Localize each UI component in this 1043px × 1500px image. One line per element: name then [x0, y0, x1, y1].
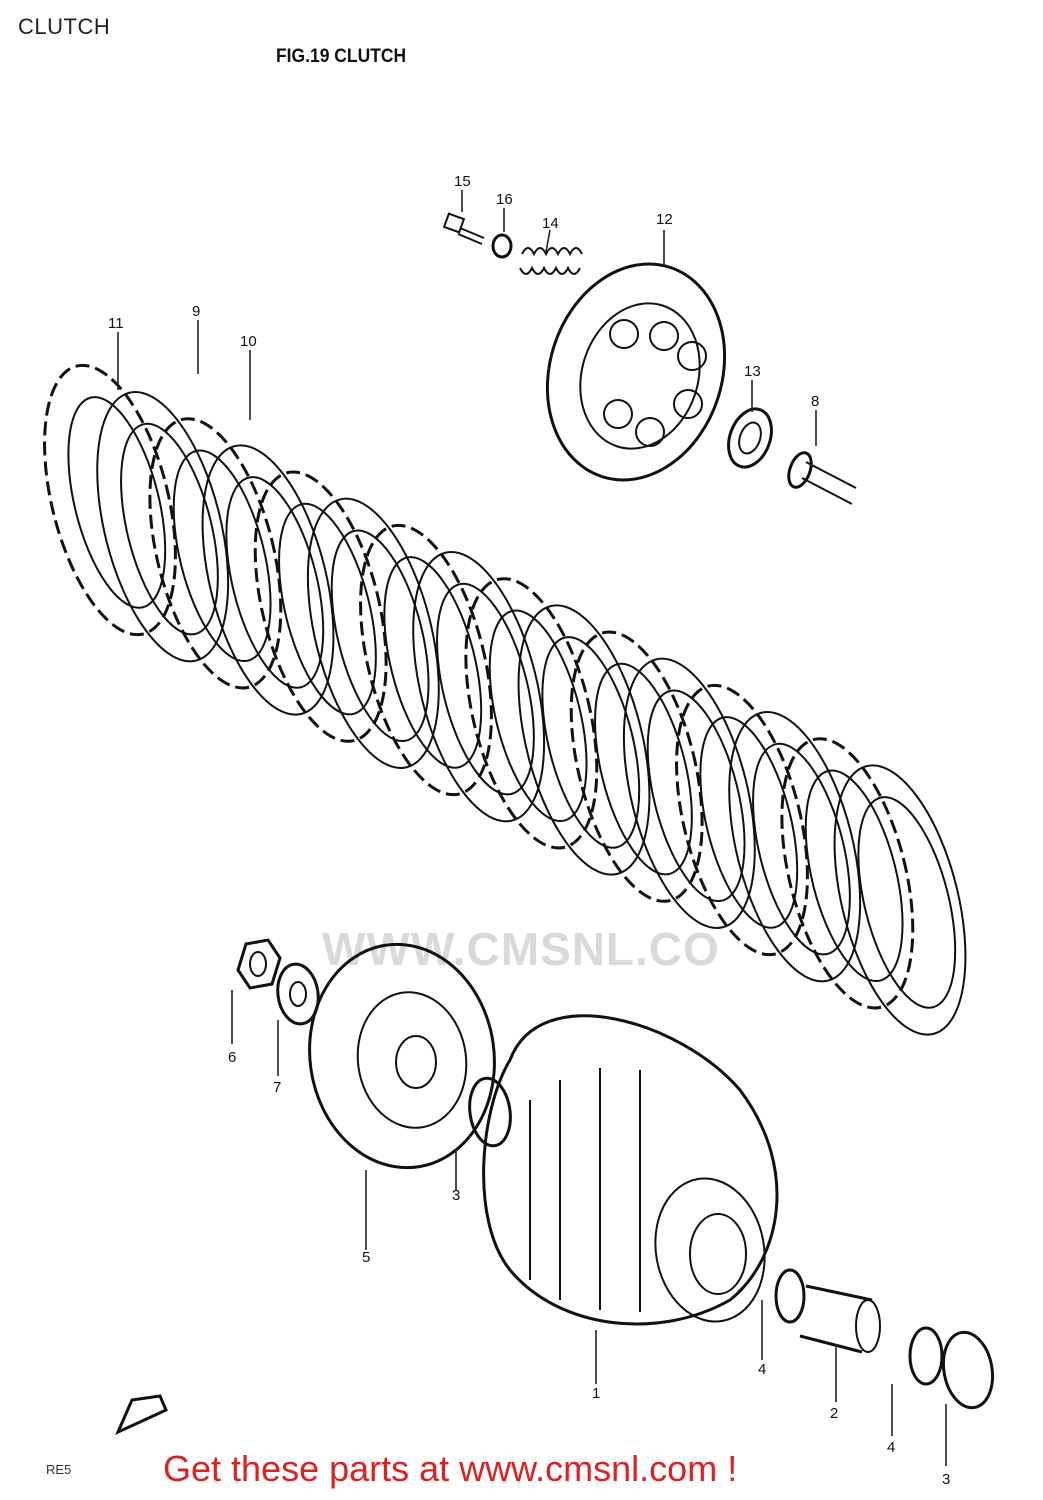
- plate-inner-edge: [225, 476, 325, 689]
- plate-inner-edge: [488, 609, 588, 823]
- pressure-plate: [545, 262, 727, 482]
- primary-driven-gear-assembly: [482, 1014, 779, 1326]
- clutch-plate-stack: [43, 363, 967, 1036]
- plate-inner-edge: [67, 396, 167, 609]
- callout-15: 15: [454, 173, 471, 190]
- plate-inner-edge: [436, 582, 535, 796]
- drive-plate: [780, 737, 915, 1010]
- driven-plate: [517, 604, 651, 876]
- drive-plate: [43, 363, 177, 637]
- clutch-sleeve-hub-nut: [236, 938, 282, 990]
- callout-2: 2: [830, 1405, 838, 1422]
- callout-9: 9: [192, 303, 200, 320]
- callout-4-upper: 4: [758, 1361, 766, 1378]
- driven-plate: [412, 551, 546, 823]
- push-piece: [787, 451, 857, 505]
- plate-inner-edge: [330, 529, 430, 743]
- callout-10: 10: [240, 333, 257, 350]
- plate-inner-edge: [752, 742, 851, 956]
- lock-washer: [276, 962, 320, 1026]
- callout-4-lower: 4: [887, 1439, 895, 1456]
- callout-3-lower: 3: [942, 1471, 950, 1488]
- callout-6: 6: [228, 1049, 236, 1066]
- drive-plate: [464, 577, 599, 850]
- page-label: CLUTCH: [18, 14, 111, 39]
- callout-7: 7: [273, 1079, 281, 1096]
- clutch-spring: [519, 247, 583, 275]
- callout-12: 12: [656, 211, 673, 228]
- callout-14: 14: [542, 215, 559, 232]
- thrust-washer: [468, 1076, 512, 1148]
- driven-plate: [201, 444, 335, 716]
- plate-inner-edge: [594, 662, 693, 876]
- callout-11: 11: [108, 315, 124, 332]
- clutch-sleeve-hub: [308, 942, 496, 1170]
- callout-1: 1: [592, 1385, 600, 1402]
- plate-inner-edge: [541, 636, 641, 849]
- driven-plate: [96, 391, 230, 663]
- thrust-washer-lower: [941, 1330, 995, 1410]
- plate-inner-edge: [646, 689, 746, 903]
- watermark: WWW.CMSNL.CO: [322, 923, 720, 975]
- front-arrow-icon: [115, 1394, 168, 1435]
- plate-inner-edge: [120, 422, 219, 636]
- plate-inner-edge: [699, 716, 799, 929]
- drive-plate: [569, 630, 704, 903]
- driven-plate: [728, 711, 862, 983]
- plate-inner-edge: [278, 502, 377, 716]
- thrust-bearing: [727, 407, 773, 469]
- spacer-ring-lower: [908, 1326, 944, 1386]
- callout-16: 16: [496, 191, 513, 208]
- callout-3-upper: 3: [452, 1187, 460, 1204]
- callout-5: 5: [362, 1249, 370, 1266]
- primary-driven-gear-spacer: [799, 1284, 881, 1354]
- driven-plate: [833, 764, 967, 1036]
- plate-inner-edge: [857, 796, 957, 1009]
- figure-title: FIG.19 CLUTCH: [276, 46, 407, 67]
- diagram-code: RE5: [46, 1462, 72, 1477]
- plate-inner-edge: [383, 556, 483, 769]
- drive-plate: [253, 470, 388, 743]
- spacer-ring: [774, 1268, 806, 1324]
- drive-plate: [675, 683, 809, 957]
- drive-plate: [148, 417, 283, 690]
- plate-inner-edge: [172, 449, 272, 663]
- driven-plate: [306, 497, 440, 769]
- plate-inner-edge: [804, 769, 904, 983]
- promo-banner[interactable]: Get these parts at www.cmsnl.com !: [163, 1448, 738, 1489]
- clutch-spring-bolt: [442, 212, 485, 245]
- callout-8: 8: [811, 393, 819, 410]
- callout-13: 13: [744, 363, 761, 380]
- driven-plate: [622, 657, 756, 929]
- drive-plate: [359, 523, 493, 797]
- bolt-washer: [491, 233, 513, 259]
